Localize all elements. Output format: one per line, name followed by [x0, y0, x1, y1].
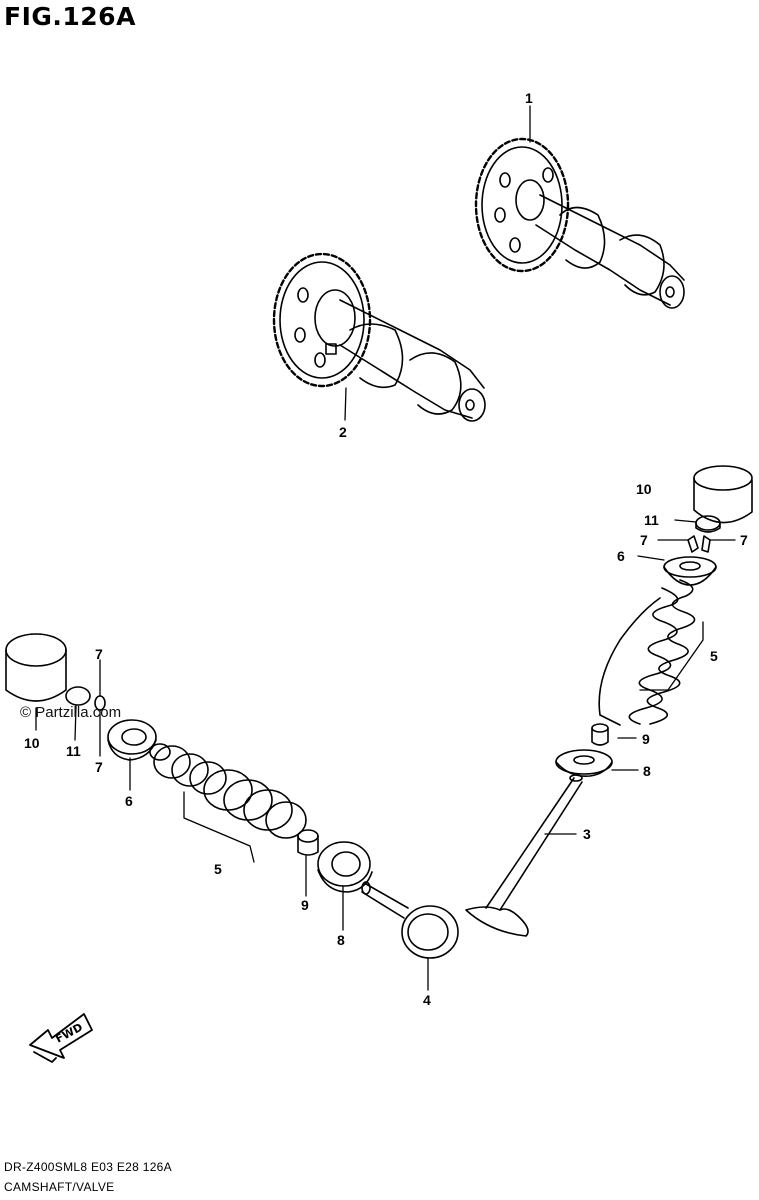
- left-valve-assembly: [5, 633, 459, 959]
- callout-11-left: 11: [66, 743, 81, 759]
- leader-lines: [35, 105, 736, 991]
- callout-5-right: 5: [710, 648, 718, 664]
- callout-11-right: 11: [644, 512, 659, 528]
- callout-8-left: 8: [337, 932, 345, 948]
- callout-4: 4: [423, 992, 431, 1008]
- callout-5-left: 5: [214, 861, 222, 877]
- callout-7-left-a: 7: [95, 646, 103, 662]
- callout-1: 1: [525, 90, 533, 106]
- callout-7-left-b: 7: [95, 759, 103, 775]
- callout-2: 2: [339, 424, 347, 440]
- callout-7-right-a: 7: [640, 532, 648, 548]
- callout-10-left: 10: [24, 735, 40, 751]
- right-valve-assembly: [465, 465, 753, 937]
- callout-9-right: 9: [642, 731, 650, 747]
- callout-6-left: 6: [125, 793, 133, 809]
- callout-8-right: 8: [643, 763, 651, 779]
- camshaft-2: [272, 252, 486, 422]
- watermark: © Partzilla.com: [20, 704, 122, 721]
- callout-7-right-b: 7: [740, 532, 748, 548]
- camshaft-1: [474, 137, 685, 309]
- callout-9-left: 9: [301, 897, 309, 913]
- footer-section-name: CAMSHAFT/VALVE: [4, 1180, 115, 1194]
- figure-title: FIG.126A: [4, 2, 136, 31]
- callout-3: 3: [583, 826, 591, 842]
- fwd-arrow: [29, 1013, 93, 1063]
- footer-model-code: DR-Z400SML8 E03 E28 126A: [4, 1160, 172, 1174]
- callout-6-right: 6: [617, 548, 625, 564]
- callout-10-right: 10: [636, 481, 652, 497]
